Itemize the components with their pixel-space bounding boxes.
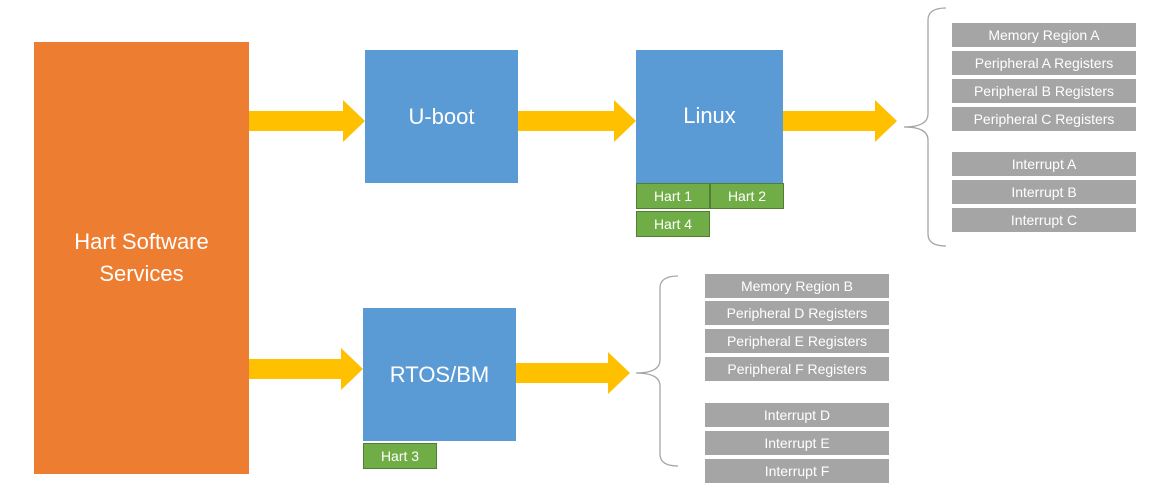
peripheral-b-registers: Peripheral B Registers [952,79,1136,103]
arrow-hss-to-rtos [249,348,363,390]
memory-region-a: Memory Region A [952,23,1136,47]
rtos-bm-block: RTOS/BM [363,308,516,441]
interrupt-e: Interrupt E [705,431,889,455]
peripheral-f-registers: Peripheral F Registers [705,357,889,381]
peripheral-e-registers: Peripheral E Registers [705,329,889,353]
arrow-rtos-to-resources [516,352,630,394]
uboot-label: U-boot [408,103,475,129]
arrow-hss-to-uboot [249,100,365,142]
linux-block: Linux [636,50,783,183]
hart-3-badge: Hart 3 [363,443,437,469]
hart-2-badge: Hart 2 [710,183,784,209]
arrow-linux-to-resources [783,100,897,142]
hart-1-badge: Hart 1 [636,183,710,209]
hart-software-services-block: Hart Software Services [34,42,249,474]
interrupt-d: Interrupt D [705,403,889,427]
hart-4-badge: Hart 4 [636,211,710,237]
interrupt-b: Interrupt B [952,180,1136,204]
hss-label: Hart Software Services [74,229,209,286]
interrupt-c: Interrupt C [952,208,1136,232]
peripheral-d-registers: Peripheral D Registers [705,301,889,325]
linux-resources-brace [903,7,947,247]
rtos-resources-brace [635,275,679,467]
interrupt-a: Interrupt A [952,152,1136,176]
interrupt-f: Interrupt F [705,459,889,483]
peripheral-c-registers: Peripheral C Registers [952,107,1136,131]
memory-region-b: Memory Region B [705,274,889,298]
arrow-uboot-to-linux [518,100,636,142]
uboot-block: U-boot [365,50,518,183]
linux-label: Linux [683,102,736,128]
peripheral-a-registers: Peripheral A Registers [952,51,1136,75]
rtos-label: RTOS/BM [389,361,490,387]
